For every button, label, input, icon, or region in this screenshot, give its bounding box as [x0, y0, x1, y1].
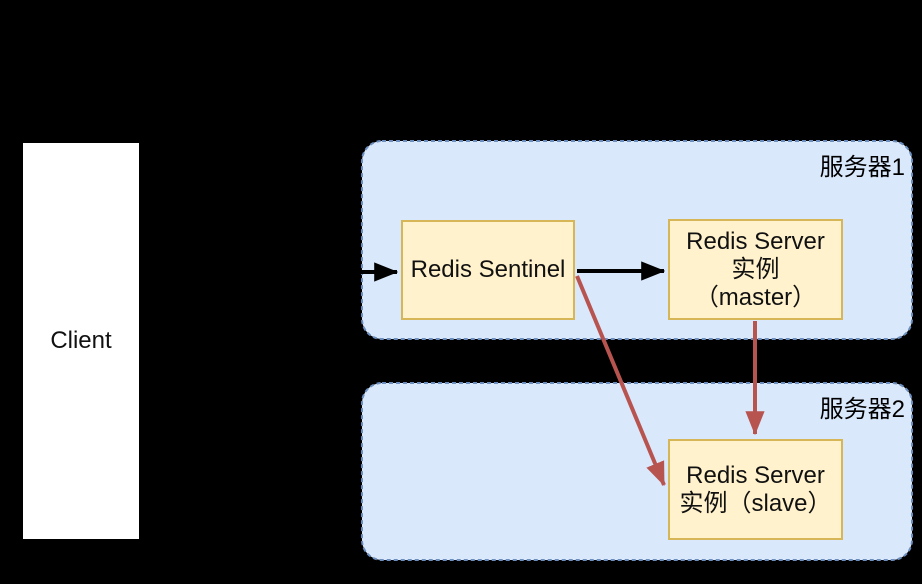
- sentinel-label: Redis Sentinel: [410, 256, 566, 283]
- server2-label: 服务器2: [819, 396, 905, 423]
- client-node: Client: [22, 142, 140, 540]
- sentinel-to-slave-arrow: [575, 275, 666, 487]
- master-label-line2: 实例: [731, 255, 780, 283]
- client-label: Client: [50, 327, 112, 354]
- redis-slave-node: Redis Server 实例（slave）: [668, 439, 843, 540]
- redis-sentinel-node: Redis Sentinel: [401, 220, 575, 320]
- redis-master-node: Redis Server 实例 （master）: [668, 219, 843, 320]
- master-label-line3: （master）: [694, 283, 817, 311]
- slave-label-line2: 实例（slave）: [679, 489, 832, 517]
- master-label-line1: Redis Server: [686, 227, 825, 255]
- slave-label-line1: Redis Server: [686, 461, 825, 489]
- server1-label: 服务器1: [819, 154, 905, 181]
